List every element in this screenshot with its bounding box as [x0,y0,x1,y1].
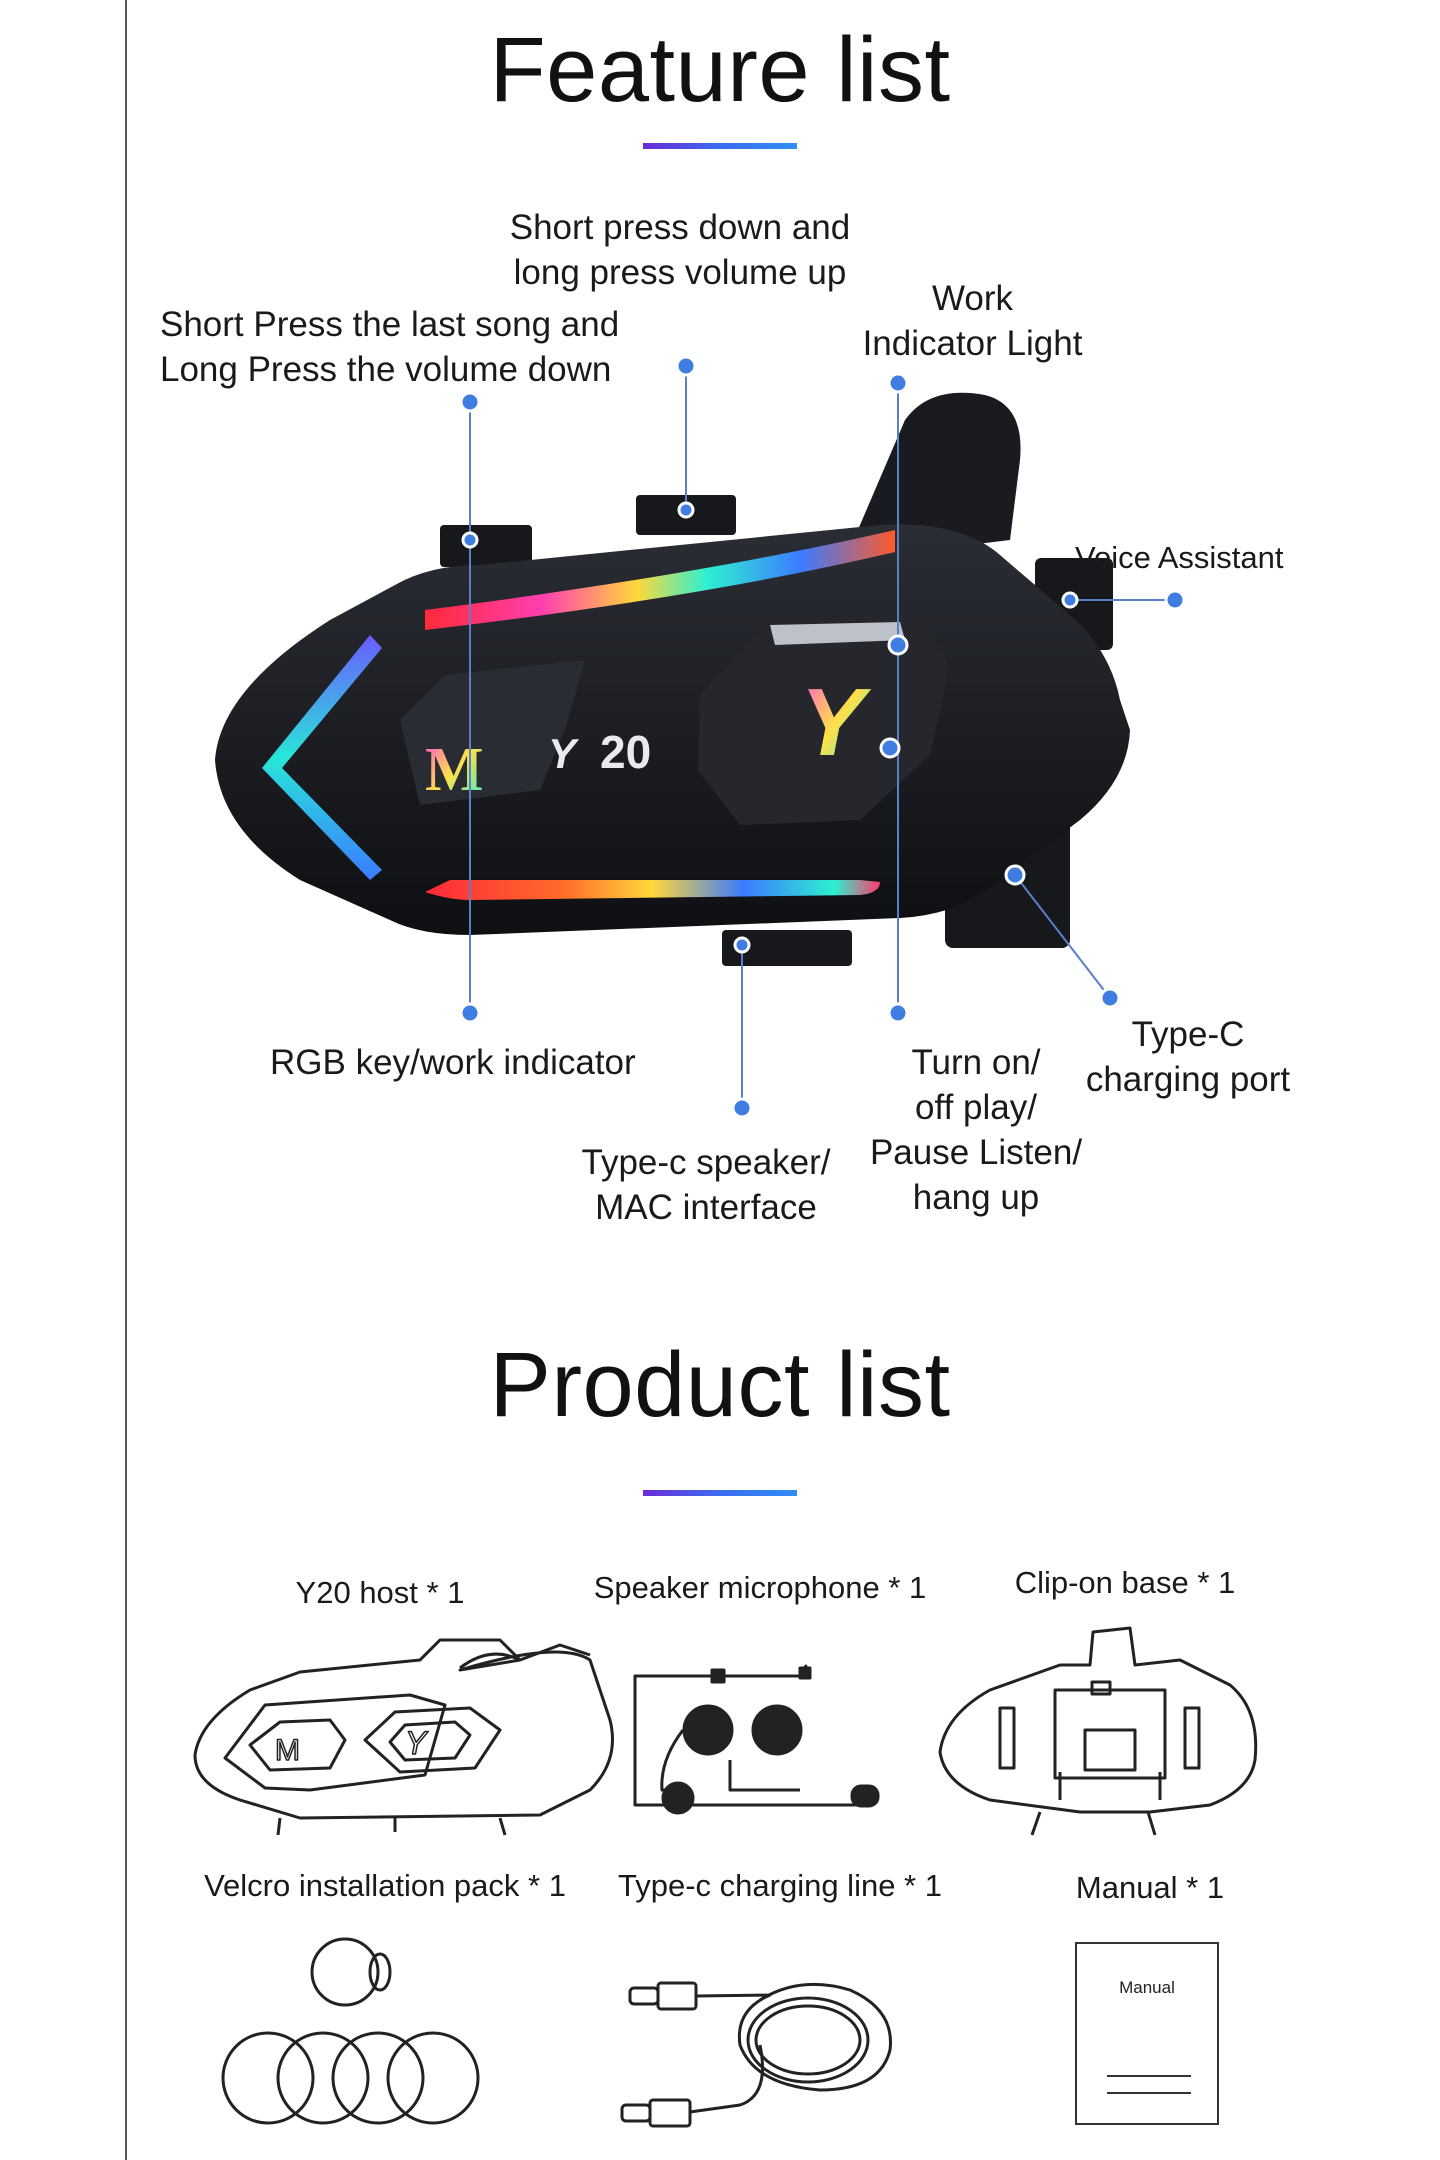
marker-dot-icon [677,501,695,519]
marker-dot-icon [887,1002,909,1024]
callout-typec-port: Type-C charging port [1085,1015,1291,1099]
callout-turn-on-off: Turn on/ off play/ Pause Listen/ hang up [869,1043,1083,1217]
manual-cover-text: Manual [1119,1978,1175,1997]
rear-fin [845,392,1021,560]
y-model-mark-icon: Y [548,730,580,777]
model-text: 20 [600,726,651,778]
marker-dot-icon [675,355,697,377]
button-highlight [770,622,905,645]
callout-speaker-interface: Type-c speaker/ MAC interface [581,1143,831,1227]
product-label-velcro: Velcro installation pack * 1 [204,1868,566,1903]
y-logo-icon: Y [800,669,872,776]
host-m-logo-icon: M [275,1734,300,1767]
product-label-host: Y20 host * 1 [295,1575,465,1610]
charging-line-drawing [620,1981,892,2128]
product-label-charging-line: Type-c charging line * 1 [618,1868,942,1903]
speaker-port [722,930,852,966]
marker-dot-icon [1004,864,1026,886]
leader-typec [1014,874,1111,999]
marker-dot-icon [1164,589,1186,611]
multifunction-button [698,615,950,825]
product-label-speaker: Speaker microphone * 1 [593,1570,927,1605]
volume-down-button [440,525,532,567]
manual-line-2 [1107,2092,1191,2094]
top-light-strip [425,530,895,630]
left-border-line [125,0,127,2160]
marker-dot-icon [459,1002,481,1024]
marker-dot-icon [731,1097,753,1119]
marker-dot-icon [1099,987,1121,1009]
host-y-logo-icon: Y [405,1725,429,1761]
marker-dot-icon [733,936,751,954]
velcro-drawing [221,1937,480,2125]
callout-voice-assistant: Voice Assistant [1075,540,1284,575]
callout-work-indicator: Work Indicator Light [862,279,1083,363]
marker-dot-icon [887,634,909,656]
host-drawing: M Y [193,1638,614,1836]
product-label-clip-base: Clip-on base * 1 [1014,1565,1236,1600]
callout-rgb-indicator: RGB key/work indicator [270,1043,636,1082]
product-label-manual: Manual * 1 [1075,1870,1225,1905]
manual-drawing: Manual [1075,1942,1219,2125]
rgb-key-button [400,660,585,805]
device-illustration: M Y Y 20 [215,355,1186,1119]
chevron-light [262,635,382,880]
marker-dot-icon [887,372,909,394]
manual-line-1 [1107,2075,1191,2077]
marker-dot-icon [879,737,901,759]
marker-dot-icon [461,531,479,549]
callout-volume-up: Short press down and long press volume u… [509,208,851,292]
bottom-light-strip [425,880,880,900]
feature-list-title: Feature list [489,19,951,121]
callout-last-song: Short Press the last song and Long Press… [160,305,620,389]
speaker-microphone-drawing [633,1664,880,1815]
m-logo-icon: M [425,736,484,804]
clip-base-drawing [938,1626,1258,1836]
product-list-title: Product list [489,1334,951,1436]
feature-title-underline [643,143,797,149]
marker-dot-icon [459,391,481,413]
marker-dot-icon [1061,591,1079,609]
product-title-underline [643,1490,797,1496]
